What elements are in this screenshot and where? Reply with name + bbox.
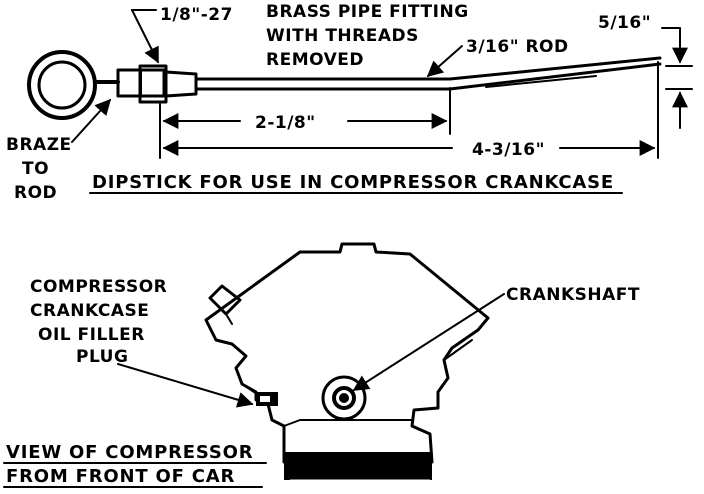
plug-label-line1: COMPRESSOR xyxy=(30,277,167,297)
crankshaft-housing xyxy=(321,375,367,421)
thread-leader xyxy=(131,9,159,64)
compressor-housing xyxy=(204,242,490,464)
brass-fitting-body xyxy=(138,64,168,104)
dim-short-label: 2-1/8" xyxy=(255,113,316,133)
fitting-label-line3: REMOVED xyxy=(266,50,364,70)
braze-label-line1: BRAZE xyxy=(6,135,72,155)
fitting-label-line1: BRASS PIPE FITTING xyxy=(266,2,469,22)
bend-label: 5/16" xyxy=(598,13,651,33)
braze-label-line3: ROD xyxy=(14,183,57,203)
compressor-base xyxy=(284,452,432,480)
plug-label-line2: CRANKCASE xyxy=(30,301,149,321)
crankshaft-label: CRANKSHAFT xyxy=(506,285,640,305)
crankshaft xyxy=(332,386,356,410)
crankshaft-center xyxy=(339,393,349,403)
dipstick-caption: DIPSTICK FOR USE IN COMPRESSOR CRANKCASE xyxy=(92,172,614,193)
plug-label-line3: OIL FILLER xyxy=(38,325,145,345)
thread-label: 1/8"-27 xyxy=(160,5,233,25)
dipstick-drawing: 2-1/8" 4-3/16" 5/16" 1/8"-27 BRASS PIPE … xyxy=(6,2,693,203)
rod-highlight xyxy=(485,75,597,88)
oil-filler-plug-highlight xyxy=(260,396,270,402)
crankshaft-leader xyxy=(352,293,505,391)
fitting-shank xyxy=(164,70,198,98)
dipstick-ring-inner xyxy=(37,60,87,110)
dipstick-ring xyxy=(27,50,97,120)
rod-label: 3/16" ROD xyxy=(466,37,569,57)
rod-leader xyxy=(426,45,463,78)
dim-long-label: 4-3/16" xyxy=(472,140,545,160)
plug-label-line4: PLUG xyxy=(76,347,128,367)
housing-edge-2 xyxy=(283,419,413,427)
fitting-label-line2: WITH THREADS xyxy=(266,26,419,46)
plug-leader xyxy=(117,363,254,408)
dipstick-rod xyxy=(194,56,662,81)
compressor-caption-line2: FROM FRONT OF CAR xyxy=(6,466,235,487)
bend-arrow-top xyxy=(661,27,688,64)
braze-leader xyxy=(71,98,112,143)
top-fitting xyxy=(208,284,242,325)
compressor-caption-line1: VIEW OF COMPRESSOR xyxy=(6,442,253,463)
housing-edge-3 xyxy=(443,339,473,361)
compressor-drawing: COMPRESSOR CRANKCASE OIL FILLER PLUG CRA… xyxy=(3,242,640,488)
braze-label-line2: TO xyxy=(22,159,49,179)
